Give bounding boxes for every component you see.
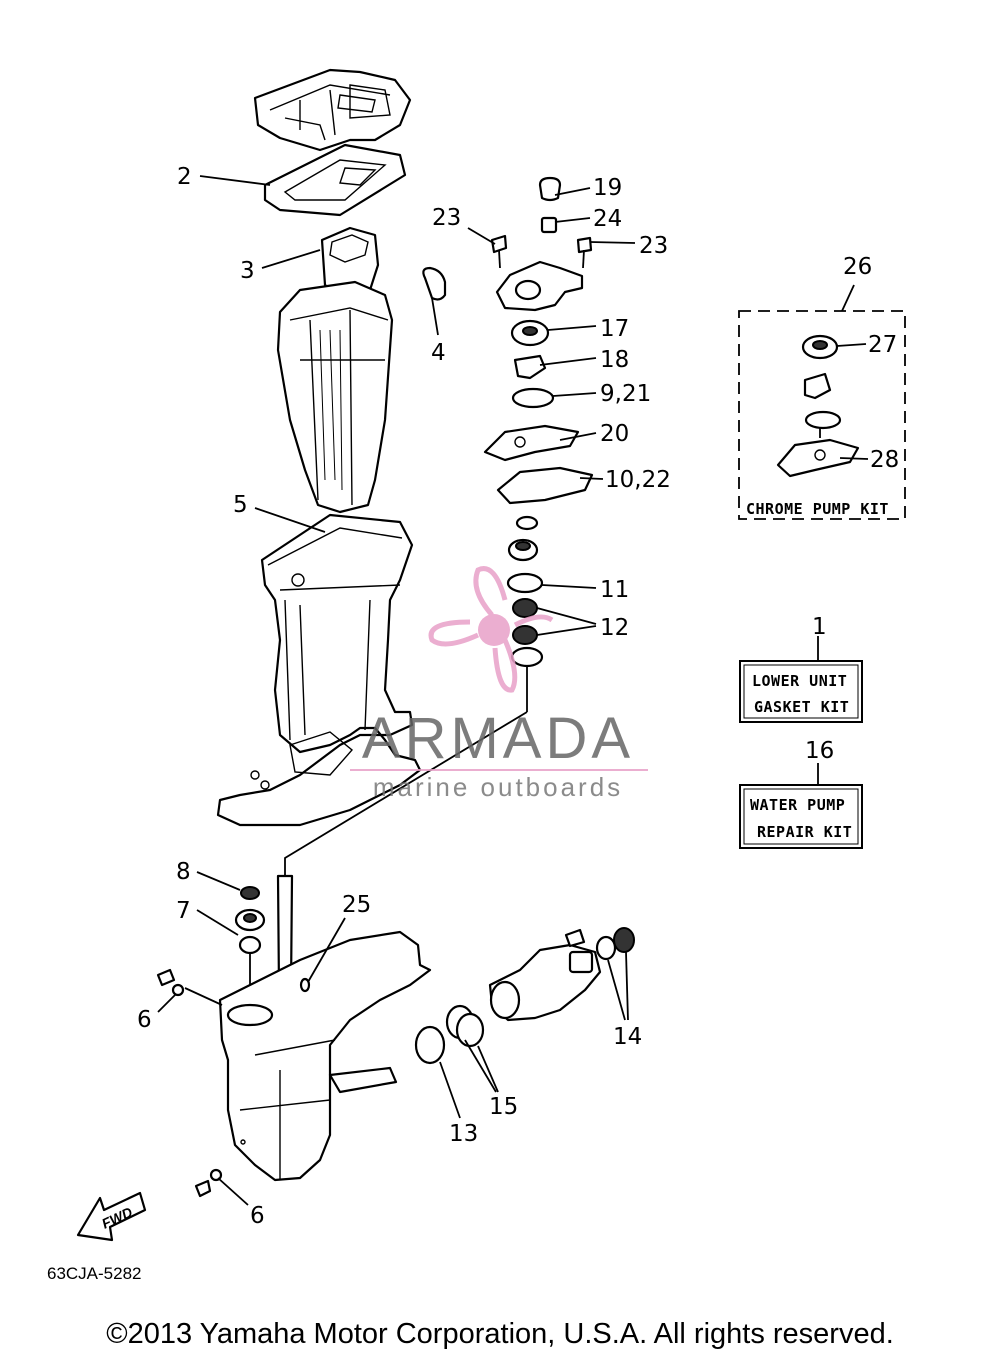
exhaust-manifold xyxy=(276,280,394,514)
callout-10-22: 10,22 xyxy=(605,467,671,493)
fwd-label: FWD xyxy=(99,1204,135,1232)
watermark-tagline: marine outboards xyxy=(373,772,623,802)
callout-7: 7 xyxy=(176,898,191,924)
lower-unit-gasket-kit-box xyxy=(739,636,863,723)
copyright-notice: ©2013 Yamaha Motor Corporation, U.S.A. A… xyxy=(106,1318,894,1350)
lower-unit-kit-line2: GASKET KIT xyxy=(754,698,849,716)
diagram-code: 63CJA-5282 xyxy=(47,1264,142,1283)
lower-unit-kit-line1: LOWER UNIT xyxy=(752,672,847,690)
water-pump-parts xyxy=(284,176,594,875)
callout-8: 8 xyxy=(176,859,191,885)
water-pump-kit-line2: REPAIR KIT xyxy=(757,823,852,841)
callout-11: 11 xyxy=(600,577,629,603)
callout-6b: 6 xyxy=(250,1203,265,1229)
callout-26: 26 xyxy=(843,254,872,280)
seal-4 xyxy=(422,266,447,301)
fwd-arrow: FWD xyxy=(76,1191,147,1242)
callout-14: 14 xyxy=(613,1024,642,1050)
callout-20: 20 xyxy=(600,421,629,447)
callout-25: 25 xyxy=(342,892,371,918)
lower-unit-parts xyxy=(156,874,635,1198)
callout-23a: 23 xyxy=(432,205,461,231)
callout-2: 2 xyxy=(177,164,192,190)
gasket-2 xyxy=(263,143,407,217)
driveshaft-housing xyxy=(216,513,422,827)
upper-mount-bracket xyxy=(253,68,412,152)
armada-watermark: ARMADA marine outboards xyxy=(350,566,648,802)
callout-13: 13 xyxy=(449,1121,478,1147)
callout-6a: 6 xyxy=(137,1007,152,1033)
callout-5: 5 xyxy=(233,492,248,518)
water-pump-repair-kit-box xyxy=(739,763,863,849)
callout-3: 3 xyxy=(240,258,255,284)
watermark-brand: ARMADA xyxy=(362,706,634,771)
chrome-pump-kit-box xyxy=(738,284,906,520)
propeller-hub xyxy=(478,614,510,646)
callout-19: 19 xyxy=(593,175,622,201)
callout-9-21: 9,21 xyxy=(600,381,651,407)
callout-17: 17 xyxy=(600,316,629,342)
callout-12: 12 xyxy=(600,615,629,641)
callout-1: 1 xyxy=(812,614,827,640)
callout-18: 18 xyxy=(600,347,629,373)
callouts: 2 3 4 5 19 24 23 23 17 18 9,21 20 10,22 … xyxy=(137,164,899,1229)
callout-28: 28 xyxy=(870,447,899,473)
callout-16: 16 xyxy=(805,738,834,764)
callout-4: 4 xyxy=(431,340,446,366)
callout-15: 15 xyxy=(489,1094,518,1120)
callout-23b: 23 xyxy=(639,233,668,259)
callout-27: 27 xyxy=(868,332,897,358)
chrome-pump-kit-label: CHROME PUMP KIT xyxy=(746,500,889,518)
leader-lines xyxy=(157,175,869,1206)
propeller-logo xyxy=(428,566,554,693)
callout-24: 24 xyxy=(593,206,622,232)
water-pump-kit-line1: WATER PUMP xyxy=(750,796,845,814)
